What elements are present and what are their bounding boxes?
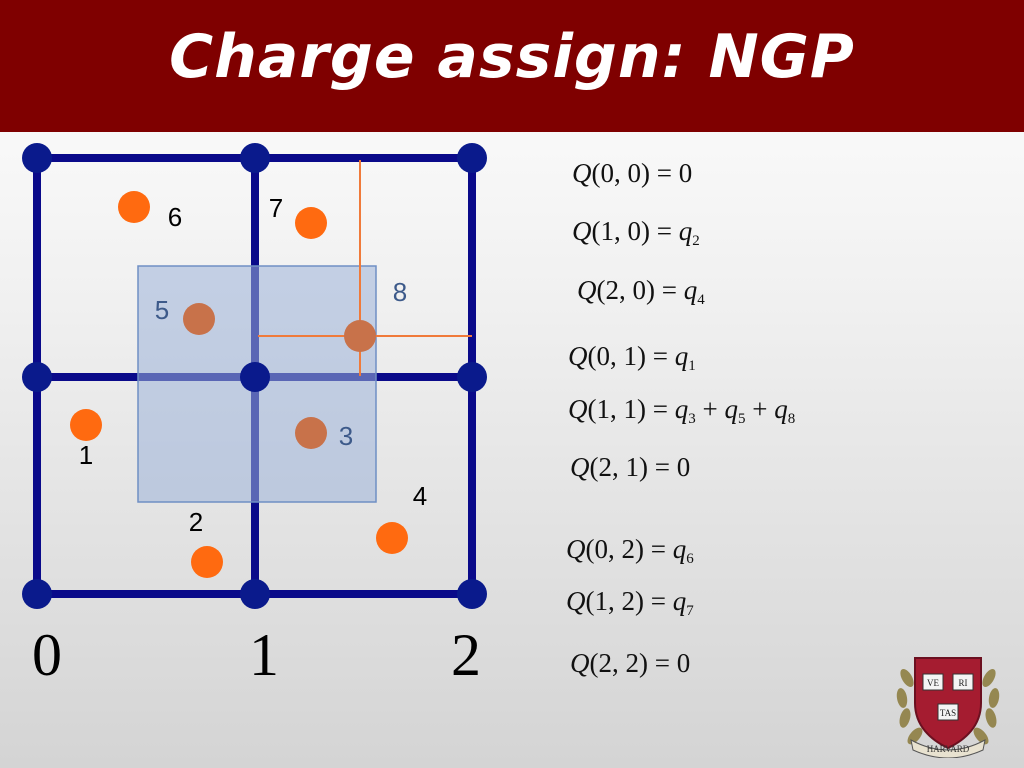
particle-5 xyxy=(183,303,215,335)
charge-index: 2 xyxy=(692,233,700,249)
equation-args: (0, 1) xyxy=(587,341,646,371)
charge-index: 7 xyxy=(686,603,694,619)
charge-index: 4 xyxy=(697,292,705,308)
title-bar: Charge assign: NGP xyxy=(0,0,1024,132)
equation-row: Q(0, 2) = q6 xyxy=(566,536,694,567)
equation-args: (0, 2) xyxy=(585,534,644,564)
particle-label-6: 6 xyxy=(168,202,182,232)
ribbon-shape xyxy=(910,739,986,758)
charge-symbol: q xyxy=(678,216,693,246)
particle-label-7: 7 xyxy=(269,193,283,223)
grid-node-0-0 xyxy=(22,143,52,173)
particle-label-5: 5 xyxy=(155,295,169,325)
charge-symbol: q xyxy=(774,394,788,424)
equation-row: Q(0, 0) = 0 xyxy=(572,160,692,187)
equals-sign: = xyxy=(645,394,675,424)
equation-value: 0 xyxy=(678,158,693,188)
grid-node-1-0 xyxy=(240,143,270,173)
particle-label-3: 3 xyxy=(339,421,353,451)
equals-sign: = xyxy=(654,275,684,305)
grid-node-0-2 xyxy=(22,579,52,609)
charge-symbol: q xyxy=(724,394,738,424)
charge-symbol: q xyxy=(674,394,689,424)
axis-label-2: 2 xyxy=(451,622,481,688)
laurel-wreath xyxy=(896,668,1000,745)
seal-book-text: TAS xyxy=(940,708,956,718)
equation-row: Q(1, 2) = q7 xyxy=(566,588,694,619)
equation-symbol: Q xyxy=(566,534,586,564)
grid-node-2-0 xyxy=(457,143,487,173)
equation-row: Q(0, 1) = q1 xyxy=(568,343,696,374)
grid-node-1-1 xyxy=(240,362,270,392)
equation-args: (2, 1) xyxy=(589,452,648,482)
slide-title: Charge assign: NGP xyxy=(169,22,855,92)
harvard-shield-icon: VE RI TAS HARVARD xyxy=(896,657,1000,758)
seal-ribbon-text: HARVARD xyxy=(927,744,970,754)
equals-sign: = xyxy=(649,216,679,246)
axis-label-0: 0 xyxy=(32,622,62,688)
charge-index: 8 xyxy=(787,411,796,427)
particle-label-8: 8 xyxy=(393,277,407,307)
equation-row: Q(2, 0) = q4 xyxy=(577,277,705,308)
equation-symbol: Q xyxy=(572,216,592,246)
grid-node-2-1 xyxy=(457,362,487,392)
book-icons xyxy=(922,673,974,721)
equation-symbol: Q xyxy=(566,586,586,616)
equation-symbol: Q xyxy=(568,341,588,371)
equation-row: Q(1, 1) = q3 + q5 + q8 xyxy=(568,396,795,427)
equation-operator: + xyxy=(695,394,725,424)
equation-row: Q(2, 1) = 0 xyxy=(570,454,690,481)
equals-sign: = xyxy=(643,586,673,616)
equation-row: Q(1, 0) = q2 xyxy=(572,218,700,249)
equals-sign: = xyxy=(647,648,677,678)
equation-args: (1, 0) xyxy=(591,216,650,246)
equation-args: (2, 2) xyxy=(589,648,648,678)
seal-book-text: VE xyxy=(927,678,939,688)
charge-index: 3 xyxy=(688,411,696,427)
shield-shape xyxy=(914,657,982,750)
particle-label-2: 2 xyxy=(189,507,203,537)
equation-args: (1, 2) xyxy=(585,586,644,616)
particle-label-4: 4 xyxy=(413,481,427,511)
equation-symbol: Q xyxy=(570,452,590,482)
equation-symbol: Q xyxy=(568,394,588,424)
particle-8 xyxy=(344,320,376,352)
equals-sign: = xyxy=(647,452,677,482)
equation-operator: + xyxy=(745,394,775,424)
charge-symbol: q xyxy=(672,586,687,616)
equals-sign: = xyxy=(645,341,675,371)
equals-sign: = xyxy=(643,534,673,564)
grid-node-1-2 xyxy=(240,579,270,609)
particle-7 xyxy=(295,207,327,239)
charge-index: 6 xyxy=(686,551,694,567)
equation-value: 0 xyxy=(676,452,691,482)
equation-symbol: Q xyxy=(577,275,597,305)
equation-value: 0 xyxy=(676,648,691,678)
equation-args: (1, 1) xyxy=(587,394,646,424)
grid-node-0-1 xyxy=(22,362,52,392)
axis-label-1: 1 xyxy=(249,622,279,688)
equation-args: (2, 0) xyxy=(596,275,655,305)
particle-label-1: 1 xyxy=(79,440,93,470)
particle-1 xyxy=(70,409,102,441)
charge-symbol: q xyxy=(672,534,687,564)
charge-symbol: q xyxy=(683,275,698,305)
seal-book-text: RI xyxy=(959,678,968,688)
charge-symbol: q xyxy=(674,341,689,371)
equation-symbol: Q xyxy=(570,648,590,678)
equation-symbol: Q xyxy=(572,158,592,188)
particle-2 xyxy=(191,546,223,578)
particle-4 xyxy=(376,522,408,554)
equals-sign: = xyxy=(649,158,679,188)
charge-index: 5 xyxy=(737,411,746,427)
equation-args: (0, 0) xyxy=(591,158,650,188)
particle-6 xyxy=(118,191,150,223)
charge-index: 1 xyxy=(688,358,696,374)
equation-row: Q(2, 2) = 0 xyxy=(570,650,690,677)
particle-3 xyxy=(295,417,327,449)
grid-node-2-2 xyxy=(457,579,487,609)
